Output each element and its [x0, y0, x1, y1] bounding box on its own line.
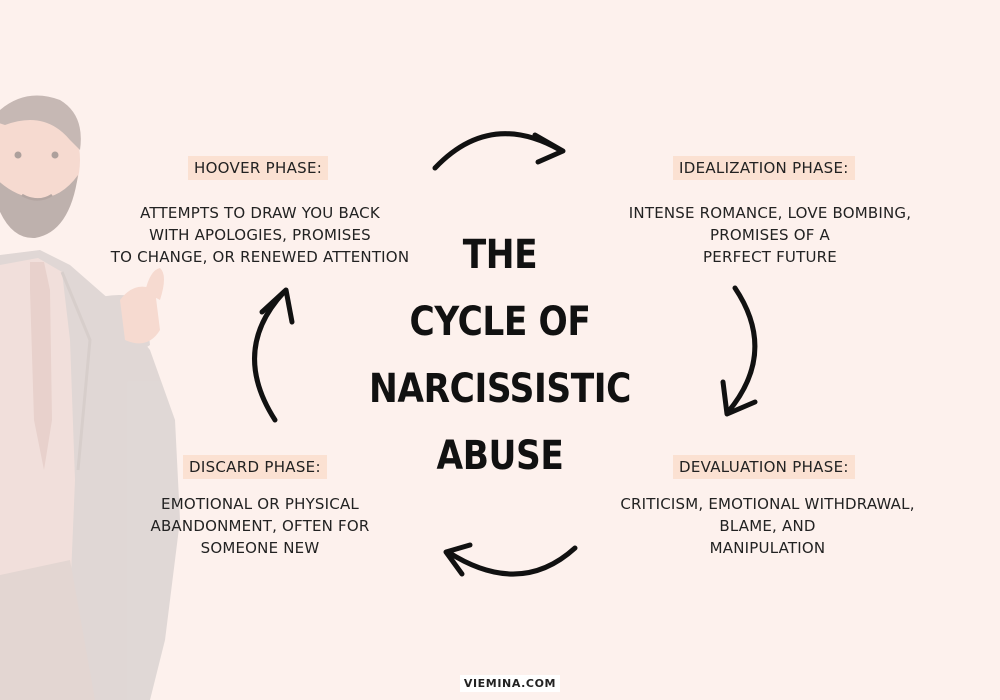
hoover-line-3: TO CHANGE, OR RENEWED ATTENTION: [110, 248, 410, 266]
discard-line-2: ABANDONMENT, OFTEN FOR: [150, 517, 370, 535]
site-footer-credit: VIEMINA.COM: [460, 675, 560, 692]
hoover-line-1: ATTEMPTS TO DRAW YOU BACK: [140, 204, 380, 222]
devaluation-line-2: BLAME, AND: [719, 517, 816, 535]
devaluation-phase-label: DEVALUATION PHASE:: [673, 455, 855, 479]
discard-line-1: EMOTIONAL OR PHYSICAL: [161, 495, 359, 513]
discard-line-3: SOMEONE NEW: [200, 539, 320, 557]
title-line-2: CYCLE OF: [409, 299, 591, 345]
title-line-4: ABUSE: [436, 433, 564, 479]
devaluation-line-3: MANIPULATION: [709, 539, 826, 557]
idealization-phase-label: IDEALIZATION PHASE:: [673, 156, 855, 180]
idealization-line-1: INTENSE ROMANCE, LOVE BOMBING,: [628, 204, 912, 222]
idealization-phase-description: INTENSE ROMANCE, LOVE BOMBING, PROMISES …: [610, 202, 930, 268]
hoover-phase-label: HOOVER PHASE:: [188, 156, 329, 180]
hoover-line-2: WITH APOLOGIES, PROMISES: [149, 226, 371, 244]
devaluation-phase-description: CRITICISM, EMOTIONAL WITHDRAWAL, BLAME, …: [600, 493, 935, 559]
diagram-title: THE CYCLE OF NARCISSISTIC ABUSE: [367, 222, 634, 490]
devaluation-line-1: CRITICISM, EMOTIONAL WITHDRAWAL,: [620, 495, 915, 513]
title-line-3: NARCISSISTIC: [369, 366, 631, 412]
idealization-line-2: PROMISES OF A: [710, 226, 830, 244]
discard-phase-description: EMOTIONAL OR PHYSICAL ABANDONMENT, OFTEN…: [110, 493, 410, 559]
title-line-1: THE: [462, 232, 538, 278]
idealization-line-3: PERFECT FUTURE: [703, 248, 837, 266]
hoover-phase-description: ATTEMPTS TO DRAW YOU BACK WITH APOLOGIES…: [100, 202, 420, 268]
discard-phase-label: DISCARD PHASE:: [183, 455, 327, 479]
